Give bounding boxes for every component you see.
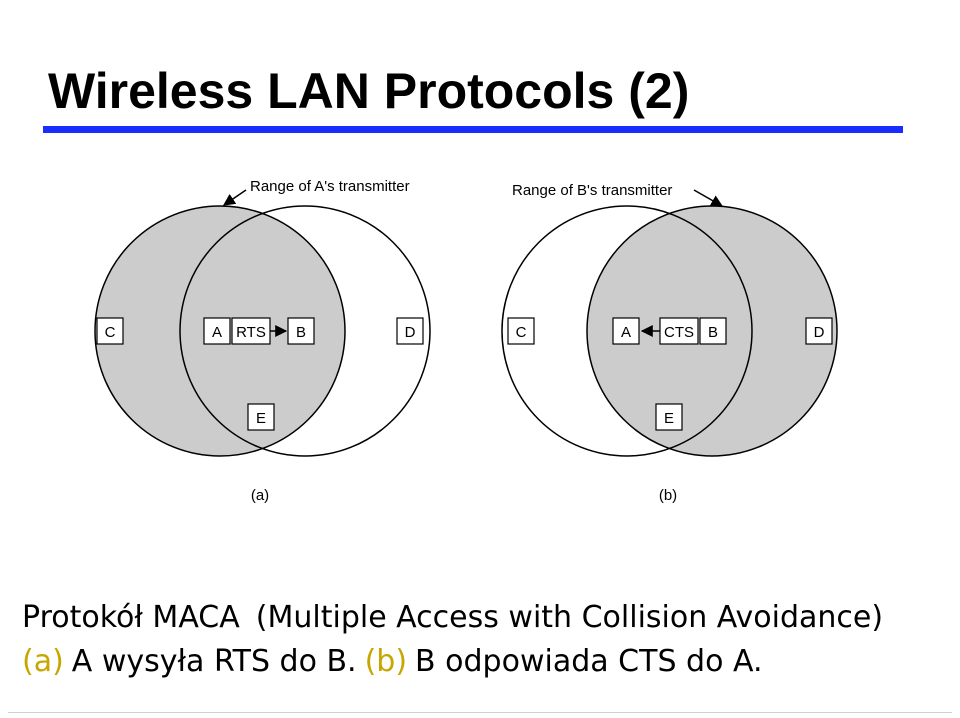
- node-label-b-b: B: [708, 324, 718, 341]
- node-box-e-a: [247, 403, 275, 431]
- caption-tag-b: (b): [364, 644, 408, 679]
- slide-title: Wireless LAN Protocols (2): [48, 63, 690, 119]
- node-label-c-b: C: [516, 324, 527, 341]
- title-underline: [43, 126, 903, 133]
- slide-bottom-border: [8, 712, 952, 713]
- range-label-arrow-b: [693, 189, 724, 207]
- node-label-a-b: A: [621, 324, 631, 341]
- node-label-d-a: D: [405, 324, 416, 341]
- caption-tag-a: (a): [22, 644, 64, 679]
- message-box-cts: [659, 317, 699, 345]
- node-box-c-b: [507, 317, 535, 345]
- caption-line-2: (a)A wysyła RTS do B.(b)B odpowiada CTS …: [22, 640, 952, 684]
- caption-text-a: A wysyła RTS do B.: [71, 644, 357, 679]
- node-label-a-a: A: [212, 324, 222, 341]
- slide-caption: Protokół MACA (Multiple Access with Colli…: [22, 596, 952, 684]
- node-label-e-b: E: [664, 410, 674, 427]
- caption-protocol-name: Protokół MACA: [22, 600, 240, 635]
- message-box-rts: [231, 317, 271, 345]
- node-label-d-b: D: [814, 324, 825, 341]
- node-box-d-a: [396, 317, 424, 345]
- range-circle-b-other: [501, 205, 753, 457]
- range-label-b: Range of B's transmitter: [512, 182, 672, 199]
- panel-a: Range of A's transmitter C A RTS B D E (…: [94, 178, 431, 504]
- node-box-b-b: [699, 317, 727, 345]
- node-box-a-a: [203, 317, 231, 345]
- message-label-cts: CTS: [664, 324, 694, 341]
- node-box-b-a: [287, 317, 315, 345]
- panel-caption-a: (a): [251, 487, 269, 504]
- node-label-b-a: B: [296, 324, 306, 341]
- node-box-a-b: [612, 317, 640, 345]
- node-box-e-b: [655, 403, 683, 431]
- range-label-arrow-a: [223, 189, 247, 206]
- message-label-rts: RTS: [236, 324, 266, 341]
- caption-text-b: B odpowiada CTS do A.: [415, 644, 763, 679]
- caption-line-1: Protokół MACA (Multiple Access with Colli…: [22, 596, 952, 640]
- node-label-c-a: C: [105, 324, 116, 341]
- node-box-d-b: [805, 317, 833, 345]
- caption-protocol-expansion: (Multiple Access with Collision Avoidanc…: [255, 600, 884, 635]
- maca-diagram: Range of A's transmitter C A RTS B D E (…: [94, 178, 838, 504]
- panel-b: Range of B's transmitter C A CTS B D E (…: [501, 182, 838, 504]
- panel-caption-b: (b): [659, 487, 677, 504]
- node-box-c-a: [96, 317, 124, 345]
- range-label-a: Range of A's transmitter: [250, 178, 410, 195]
- node-label-e-a: E: [256, 410, 266, 427]
- range-circle-a-other: [179, 205, 431, 457]
